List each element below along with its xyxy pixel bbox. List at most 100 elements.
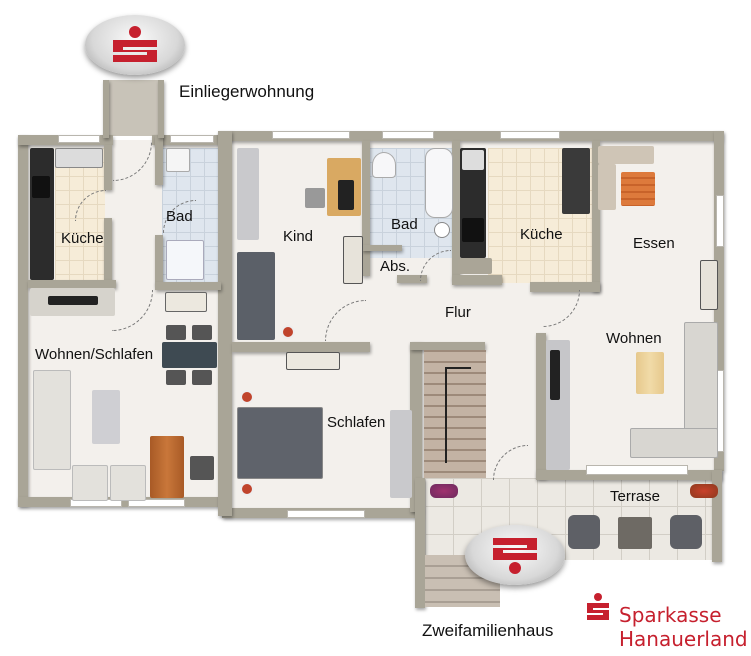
desk-chair-kind (305, 188, 325, 208)
toilet-right (372, 152, 396, 178)
stove-right (462, 218, 484, 242)
staircase (424, 350, 486, 478)
wall-outer-right (714, 131, 724, 471)
coffee-table-right (636, 352, 664, 394)
shower-left (166, 240, 204, 280)
wall-bad-left-left-b (155, 235, 163, 285)
terrace-table (618, 517, 652, 549)
wall-bad-right-bottom (397, 275, 427, 283)
window-bad-left (170, 135, 214, 143)
wall-outer-top-main (218, 131, 722, 141)
pantry-right (458, 258, 492, 274)
sink-icon (55, 148, 103, 168)
wall-bad-left-left (155, 135, 163, 185)
window-bad-right (382, 131, 434, 139)
flower-pot-2 (690, 484, 718, 498)
pin-einliegerwohnung (85, 15, 185, 75)
corner-bench-side (598, 164, 616, 210)
wall-stair-top (410, 342, 485, 350)
wall-bad-kueche (452, 141, 460, 281)
room-label-wohnen-schlafen: Wohnen/Schlafen (35, 346, 154, 363)
window-terrace-door (586, 465, 688, 475)
flower-pot-1 (430, 484, 458, 498)
wall-kueche-essen (592, 141, 600, 291)
wall-kueche-left-bottom (28, 280, 116, 288)
room-label-wohnen: Wohnen (606, 330, 662, 347)
bathtub-right (425, 148, 453, 218)
unit-label-zweifamilienhaus: Zweifamilienhaus (422, 621, 554, 640)
room-label-bad-right: Bad (391, 216, 418, 233)
nightstand-lamp-1 (240, 390, 254, 404)
wall-kueche-left-right-b (104, 218, 112, 283)
entrance-passage (105, 80, 161, 136)
shelf-kind (343, 236, 363, 284)
stove-icon (32, 176, 50, 198)
sink-right (462, 150, 484, 170)
pin-zweifamilienhaus (465, 525, 565, 585)
room-label-kind: Kind (283, 228, 314, 245)
window-kueche-right (500, 131, 560, 139)
terrace-chair-1 (568, 515, 600, 549)
wall-entrance-right (158, 80, 164, 138)
wall-terrace-left (415, 478, 425, 608)
sparkasse-s-icon (113, 26, 157, 62)
washbasin-right (434, 222, 450, 238)
armchair-2 (110, 465, 146, 501)
dining-table-essen (621, 172, 655, 206)
sparkasse-logo-icon (587, 593, 609, 620)
wall-terrace-right (712, 470, 722, 562)
terrace-chair-2 (670, 515, 702, 549)
chair-left (190, 456, 214, 480)
room-label-flur: Flur (445, 304, 471, 321)
window-kueche-left (58, 135, 100, 143)
room-label-terrase: Terrase (610, 488, 661, 505)
sideboard-left (165, 292, 207, 312)
room-label-kueche-left: Küche (61, 230, 104, 247)
bed-kind (237, 252, 275, 340)
corner-bench-top (598, 146, 654, 164)
sofa-right-bottom (630, 428, 718, 458)
sparkasse-s-icon (493, 538, 537, 574)
dining-chair-3 (166, 370, 186, 385)
nightstand-lamp-2 (240, 482, 254, 496)
wall-abs (362, 245, 402, 251)
wall-outer-left (18, 135, 28, 505)
sofa-left (33, 370, 71, 470)
tv-screen (550, 350, 560, 400)
bed-schlafen (237, 407, 323, 479)
wall-terrace-top (536, 470, 722, 480)
wardrobe-kind (237, 148, 259, 240)
window-schlafen (287, 510, 365, 518)
unit-label-einliegerwohnung: Einliegerwohnung (179, 82, 315, 101)
window-kind (272, 131, 350, 139)
room-label-bad-left: Bad (166, 208, 193, 225)
stair-arrow-head (445, 367, 471, 369)
window-wohnen-bottom-right (128, 499, 185, 507)
wall-kind-schlafen (232, 342, 370, 352)
computer-kind (338, 180, 354, 210)
window-essen (716, 195, 724, 247)
coffee-table-left (92, 390, 120, 444)
armchair-1 (72, 465, 108, 501)
wall-entrance-left (103, 80, 109, 138)
toilet-left (166, 148, 190, 172)
shelf-essen (700, 260, 718, 310)
lamp-kind (281, 325, 295, 339)
wooden-table-left (150, 436, 184, 498)
wall-kueche-left-right (104, 145, 112, 190)
wall-stair-left (410, 342, 422, 512)
brand-name-line1: Sparkasse (619, 603, 722, 627)
fireplace-insert (48, 296, 98, 305)
wall-kueche-bottom-right (530, 282, 600, 292)
room-label-kueche-right: Küche (520, 226, 563, 243)
dining-chair-2 (192, 325, 212, 340)
dining-chair-4 (192, 370, 212, 385)
wardrobe-schlafen (390, 410, 412, 498)
wall-divider-units (218, 131, 232, 516)
wall-wohnen-left (536, 333, 546, 478)
dresser-schlafen (286, 352, 340, 370)
brand-name-line2: Hanauerland (619, 627, 748, 651)
room-label-schlafen: Schlafen (327, 414, 386, 431)
wall-bad-left-bottom (155, 282, 221, 290)
fridge-right (562, 148, 590, 214)
